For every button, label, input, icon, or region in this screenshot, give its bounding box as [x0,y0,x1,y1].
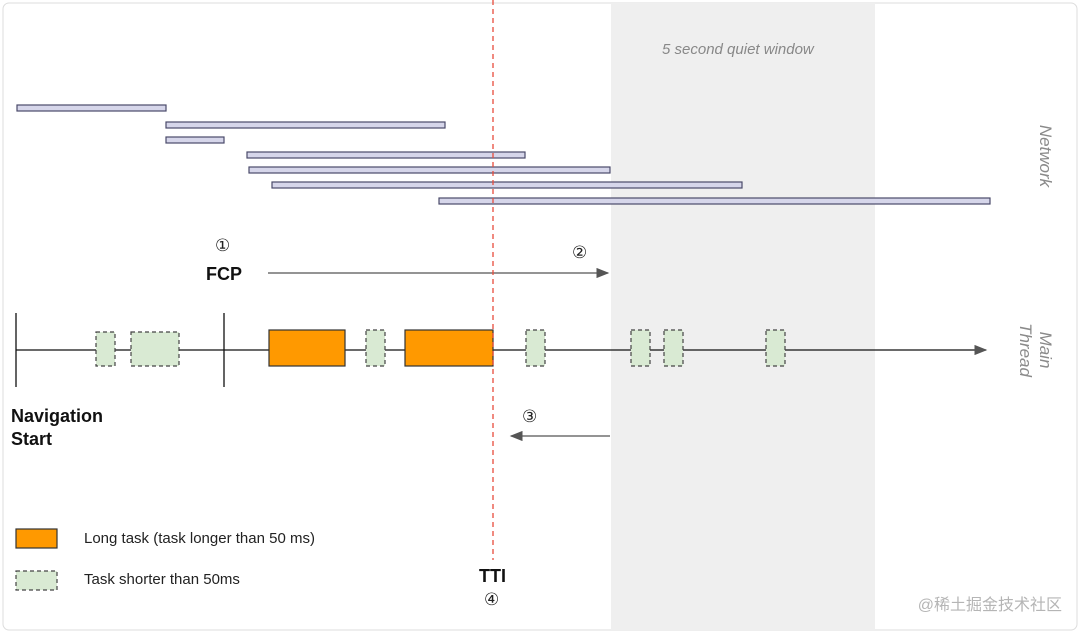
legend-short-task-label: Task shorter than 50ms [84,571,240,588]
network-bar [248,166,611,174]
network-bar [246,151,526,159]
short-task [765,329,786,367]
short-tasks [95,329,786,367]
long-task [404,329,494,367]
network-bar [165,121,446,129]
network-requests [16,104,991,205]
fcp-step-marker: ① [215,236,231,256]
network-bar [438,197,991,205]
navigation-start-label: Navigation Start [11,406,104,449]
short-task [365,329,386,367]
long-tasks [268,329,494,367]
network-bar [16,104,167,112]
step-3-marker: ③ [522,407,538,427]
long-task [268,329,346,367]
network-bar [271,181,743,189]
legend-long-task-label: Long task (task longer than 50 ms) [84,530,315,547]
network-bar [165,136,225,144]
step-2-marker: ② [572,243,588,263]
legend-long-task-swatch [15,528,58,549]
fcp-label: FCP [206,264,242,284]
short-task [95,331,116,367]
main-thread-label: Main Thread [1016,323,1055,377]
tti-step-marker: ④ [484,590,500,610]
network-label: Network [1036,124,1055,188]
short-task [663,329,684,367]
legend-short-task-swatch [15,570,58,591]
watermark: @稀土掘金技术社区 [917,597,1062,614]
tti-label: TTI [479,566,506,586]
quiet-window-label: 5 second quiet window [662,41,814,58]
short-task [130,331,180,367]
quiet-window-region [611,3,875,630]
short-task [630,329,651,367]
short-task [525,329,546,367]
